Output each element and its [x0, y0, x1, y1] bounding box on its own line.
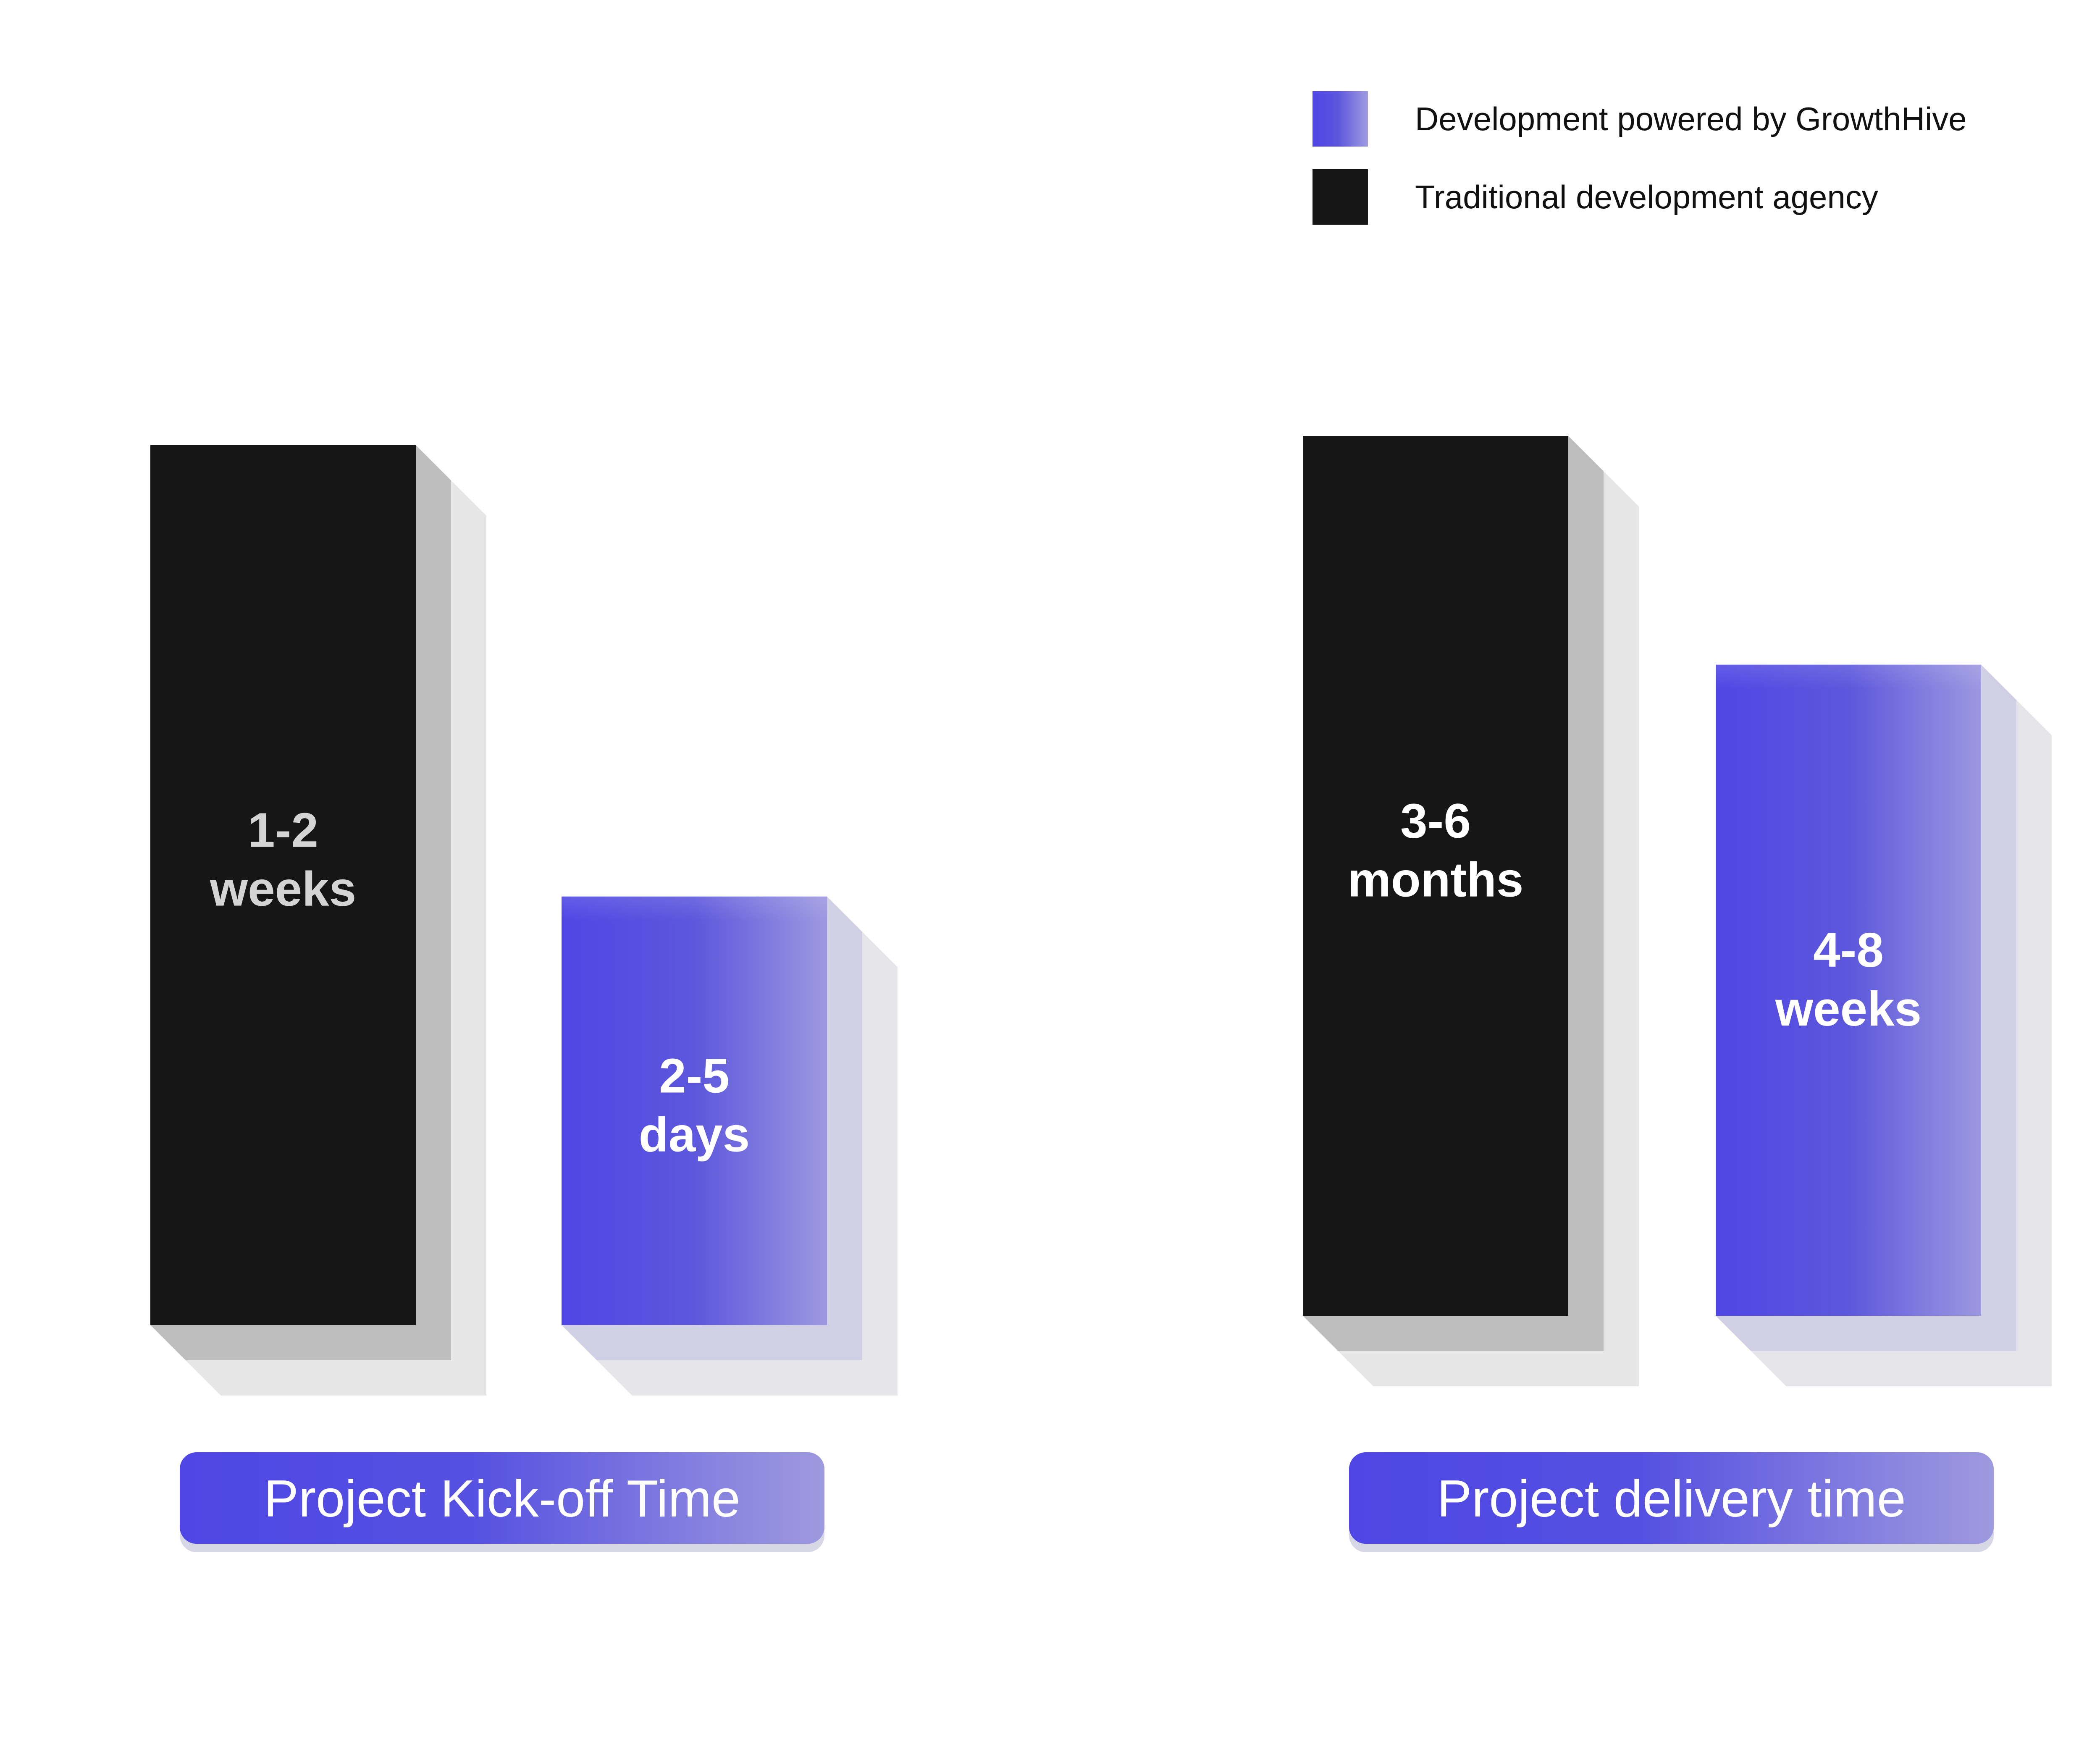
category-pill-2: [1349, 1452, 1994, 1544]
legend: Development powered by GrowthHive Tradit…: [1312, 91, 2100, 230]
legend-item-traditional: Traditional development agency: [1312, 169, 1878, 225]
group2-bar2-label-range: 4-8: [1813, 923, 1884, 977]
group2-bar2-label-unit: weeks: [1775, 981, 1922, 1036]
group2-bar1-label-range: 3-6: [1400, 793, 1471, 848]
legend-label-growthhive: Development powered by GrowthHive: [1415, 100, 1967, 137]
category-pill-1: [180, 1452, 824, 1544]
group1-bar1: [150, 445, 416, 1325]
group2-bar2-top-sheen: [1716, 664, 1981, 690]
category-label-1: Project Kick-off Time: [264, 1470, 740, 1528]
legend-swatch-traditional: [1312, 169, 1368, 225]
group1-bar2: [562, 896, 827, 1325]
legend-item-growthhive: Development powered by GrowthHive: [1312, 91, 1967, 147]
category-label-2: Project delivery time: [1437, 1470, 1906, 1528]
group2-bar2: [1716, 664, 1981, 1316]
group1-bar2-label-unit: days: [639, 1107, 750, 1162]
legend-label-traditional: Traditional development agency: [1415, 178, 1878, 215]
group2-bar1: [1303, 436, 1568, 1316]
group1-bar1-label-unit: weeks: [210, 861, 356, 916]
group2-bar1-label-unit: months: [1348, 852, 1524, 907]
group1-bar1-label-range: 1-2: [248, 803, 318, 857]
group1-bar2-label-range: 2-5: [659, 1048, 730, 1103]
group1-bar2-top-sheen: [562, 896, 827, 922]
legend-swatch-growthhive: [1312, 91, 1368, 147]
